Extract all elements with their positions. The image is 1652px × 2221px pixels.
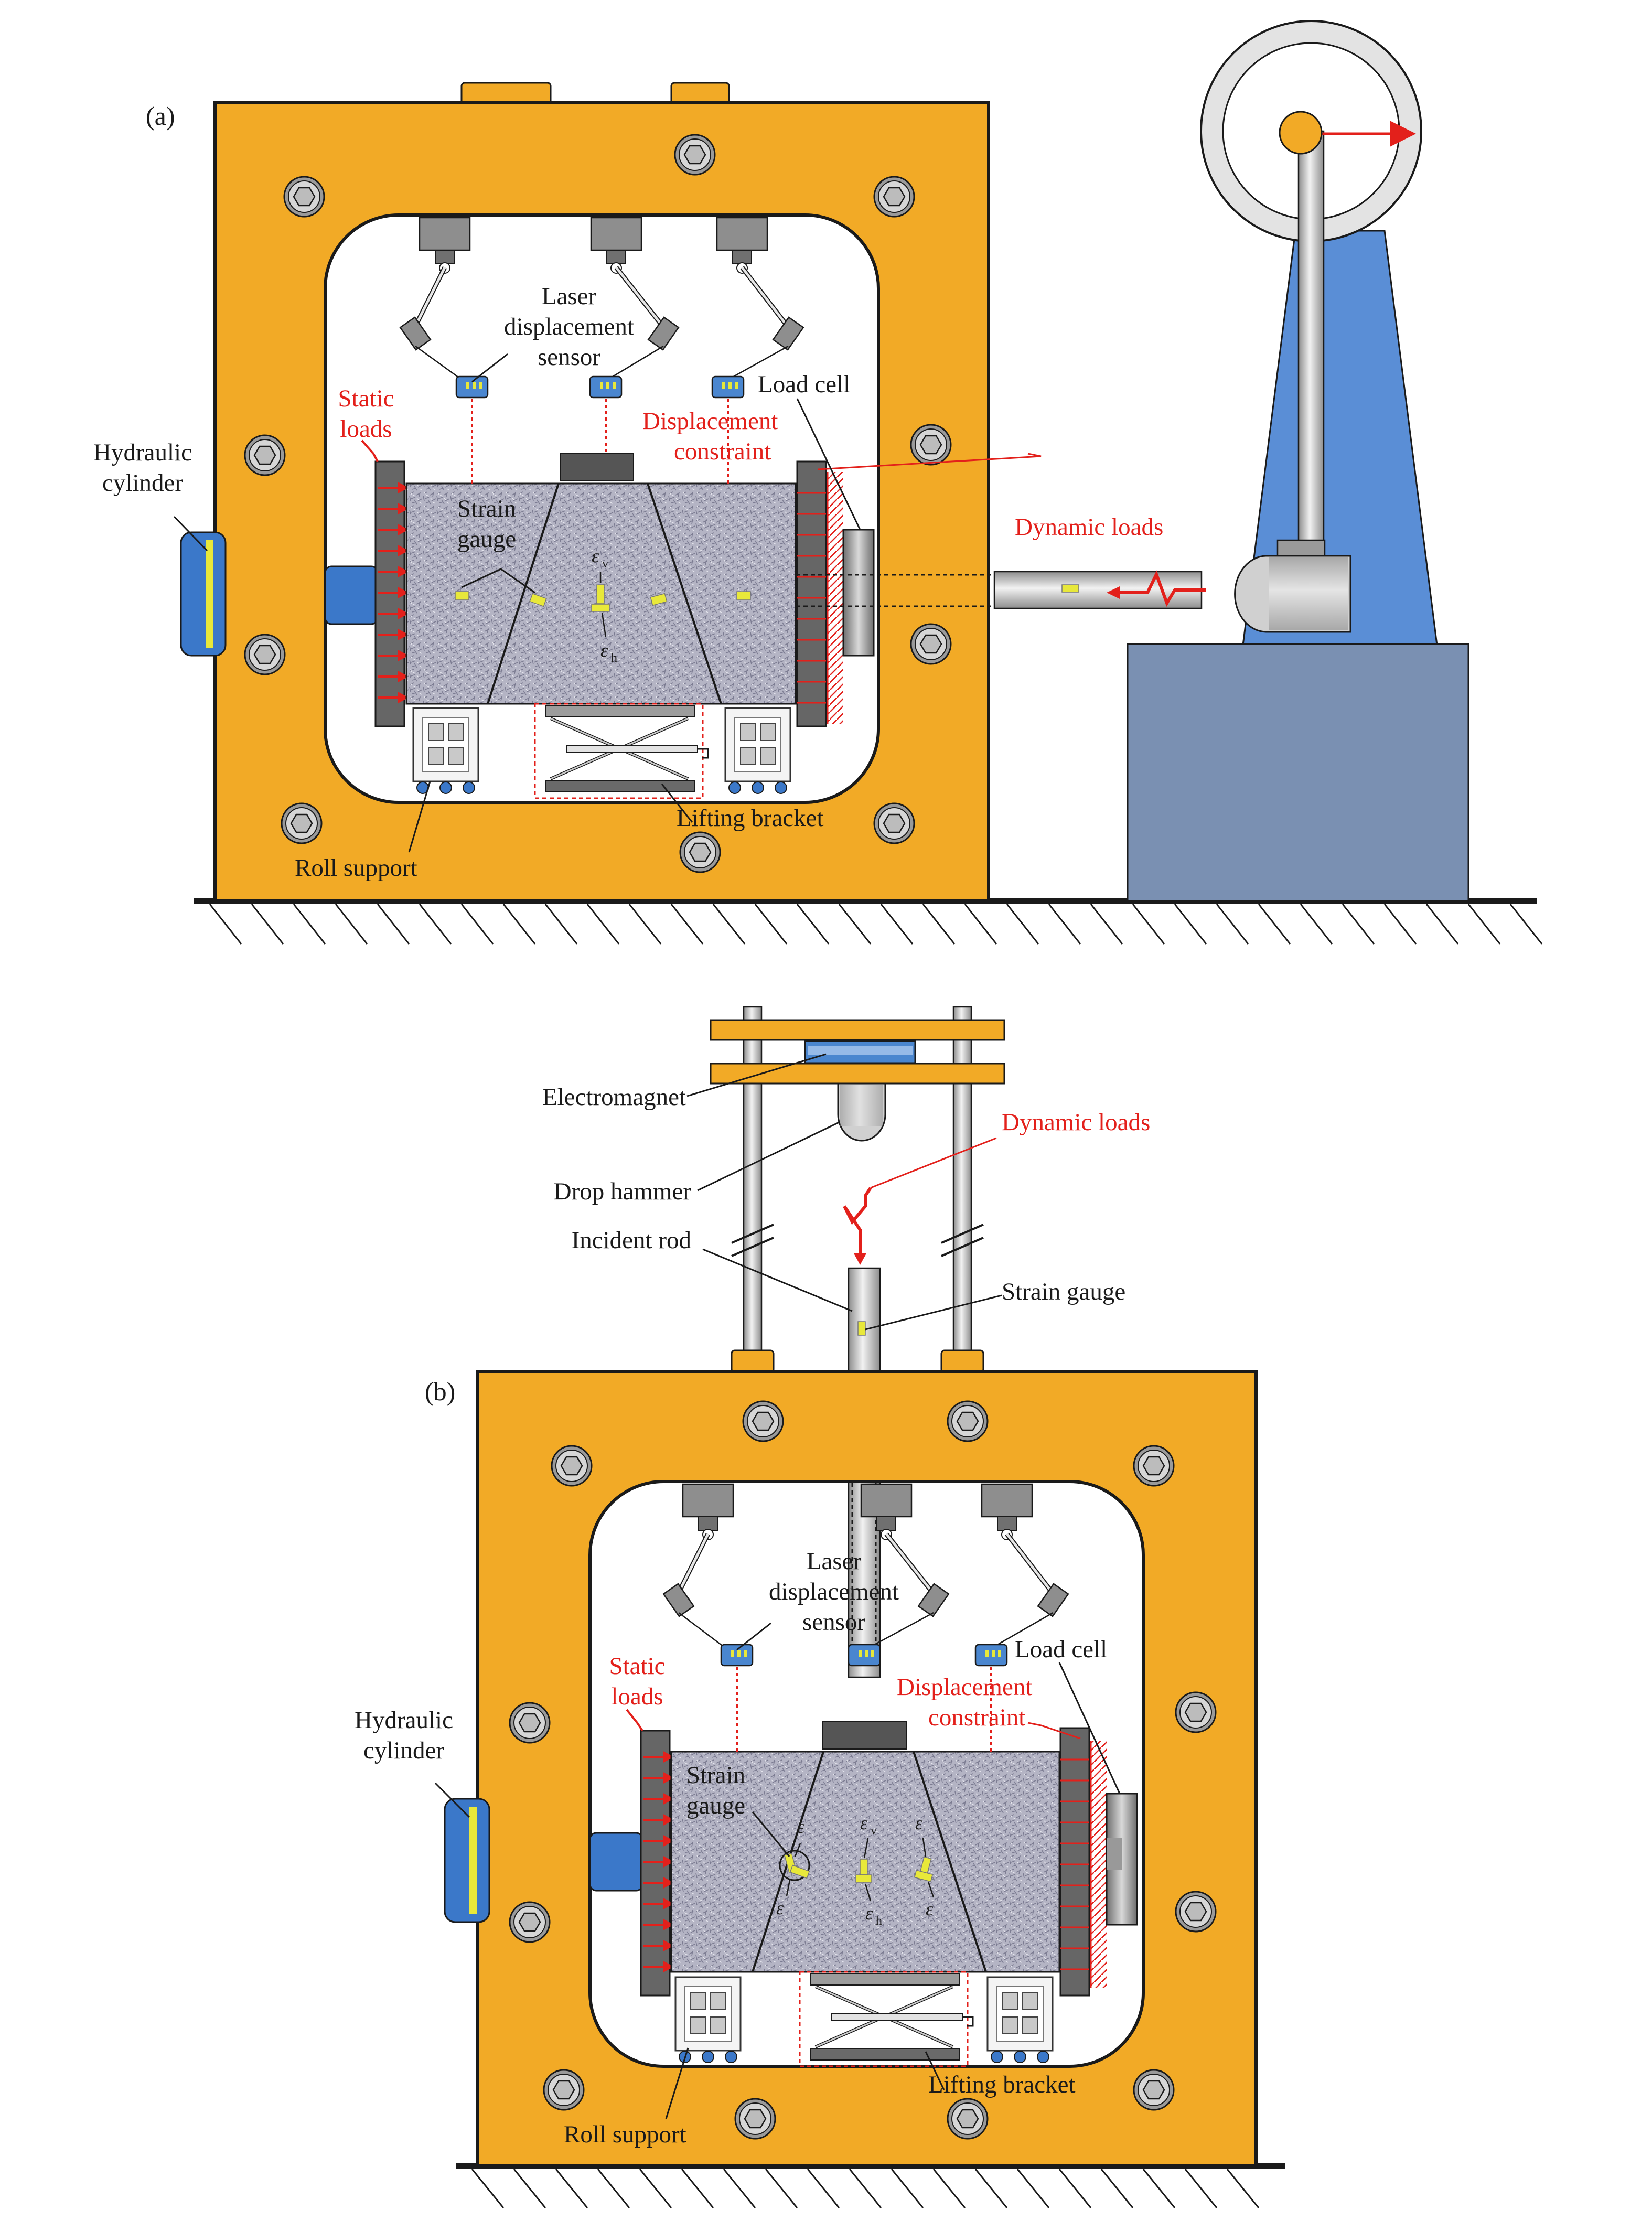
eps-v-sub-a: v [602, 557, 608, 571]
eps-n-left-b: ε [776, 1897, 784, 1918]
eps-h-label-a: ε [600, 640, 608, 661]
panel-a: (a) [93, 20, 1543, 945]
panel-a-tag: (a) [146, 101, 175, 131]
hydraulic-label-1-b: Hydraulic [355, 1707, 453, 1734]
lifting-bracket-b [799, 1971, 974, 2090]
laser-sensors-a [399, 217, 804, 484]
hydraulic-label-1-a: Hydraulic [93, 439, 192, 466]
eps-h-sub-a: h [611, 651, 617, 665]
strain-label-2-a: gauge [457, 525, 516, 553]
static-load-plate-a [361, 439, 409, 727]
panel-b: (b) [355, 1006, 1285, 2208]
strain-label-1-a: Strain [457, 495, 516, 522]
constraint-plate-a [796, 453, 1042, 727]
disp-label-1-b: Displacement [897, 1673, 1032, 1701]
drop-hammer-label-b: Drop hammer [554, 1178, 692, 1205]
rock-specimen-b [670, 1721, 1060, 1973]
eps-n-right-b: ε [926, 1898, 934, 1919]
ground-b [456, 2163, 1285, 2208]
eps-t-left-b: ε [797, 1816, 805, 1837]
roll-label-b: Roll support [564, 2121, 686, 2148]
roll-support-right-b [986, 1976, 1054, 2064]
laser-label-3-a: sensor [538, 344, 600, 371]
laser-sensors-b [662, 1483, 1069, 1752]
hydraulic-leader-b [434, 1782, 470, 1818]
load-cell-label-b: Load cell [1015, 1636, 1107, 1663]
dynamic-arrowhead-a [1107, 586, 1120, 599]
eps-h-sub-b: h [876, 1914, 882, 1928]
labels-a: Laser displacement sensor Static loads H… [93, 283, 1163, 882]
hydraulic-label-2-a: cylinder [102, 469, 183, 497]
incident-rod-label-b: Incident rod [572, 1227, 691, 1254]
laser-label-3-b: sensor [802, 1608, 865, 1636]
static-load-plate-b [626, 1709, 674, 1997]
constraint-plate-b [1027, 1662, 1138, 1997]
hydraulic-cylinder-b [444, 1798, 643, 1923]
drop-tower-b [686, 1006, 1005, 1678]
eps-v-mid-b: ε [860, 1812, 868, 1833]
load-cell-label-a: Load cell [758, 371, 850, 398]
laser-label-1-b: Laser [807, 1548, 862, 1575]
lifting-label-a: Lifting bracket [677, 804, 824, 832]
eps-h-mid-b: ε [865, 1903, 873, 1924]
static-label-1-b: Static [609, 1653, 665, 1680]
loading-frame-a [213, 82, 990, 903]
hydraulic-leader-a [173, 516, 208, 552]
electromagnet-label-b: Electromagnet [542, 1083, 686, 1111]
dynamic-label-a: Dynamic loads [1015, 513, 1163, 541]
strain-symbols-b: ε ε v ε ε ε h ε [776, 1812, 934, 1928]
roll-support-leader-a [408, 781, 431, 853]
laser-label-2-a: displacement [504, 313, 634, 340]
roll-support-right-a [724, 707, 791, 795]
rock-specimen-a [405, 453, 797, 705]
static-label-1-a: Static [338, 385, 394, 412]
static-label-2-b: loads [611, 1683, 663, 1710]
ground-a [194, 898, 1543, 945]
hydraulic-label-2-b: cylinder [363, 1737, 444, 1764]
roll-label-a: Roll support [295, 854, 417, 882]
eps-t-right-b: ε [915, 1812, 923, 1833]
roll-support-leader-b [665, 2047, 689, 2119]
strain-label-1-b: Strain [686, 1762, 745, 1789]
hydraulic-cylinder-a [180, 531, 379, 657]
impact-machine-a [1127, 20, 1469, 902]
lifting-bracket-a [534, 703, 709, 823]
labels-b: Electromagnet Drop hammer Incident rod S… [355, 1083, 1150, 2148]
lifting-label-b: Lifting bracket [928, 2071, 1076, 2098]
dynamic-wave-a [1112, 570, 1206, 607]
roll-support-left-a [412, 707, 479, 795]
disp-label-2-b: constraint [928, 1704, 1025, 1731]
roll-support-left-b [674, 1976, 742, 2064]
disp-label-2-a: constraint [674, 438, 771, 465]
eps-v-label-a: ε [592, 545, 599, 566]
dynamic-label-b: Dynamic loads [1002, 1109, 1150, 1136]
panel-b-tag: (b) [425, 1377, 455, 1406]
strain-label-2-b: gauge [686, 1792, 745, 1819]
eps-v-sub-b: v [871, 1824, 877, 1838]
laser-label-1-a: Laser [542, 283, 597, 310]
disp-label-1-a: Displacement [642, 407, 778, 435]
strain-top-label-b: Strain gauge [1002, 1278, 1125, 1305]
static-label-2-a: loads [340, 415, 392, 443]
laser-label-2-b: displacement [769, 1578, 899, 1605]
